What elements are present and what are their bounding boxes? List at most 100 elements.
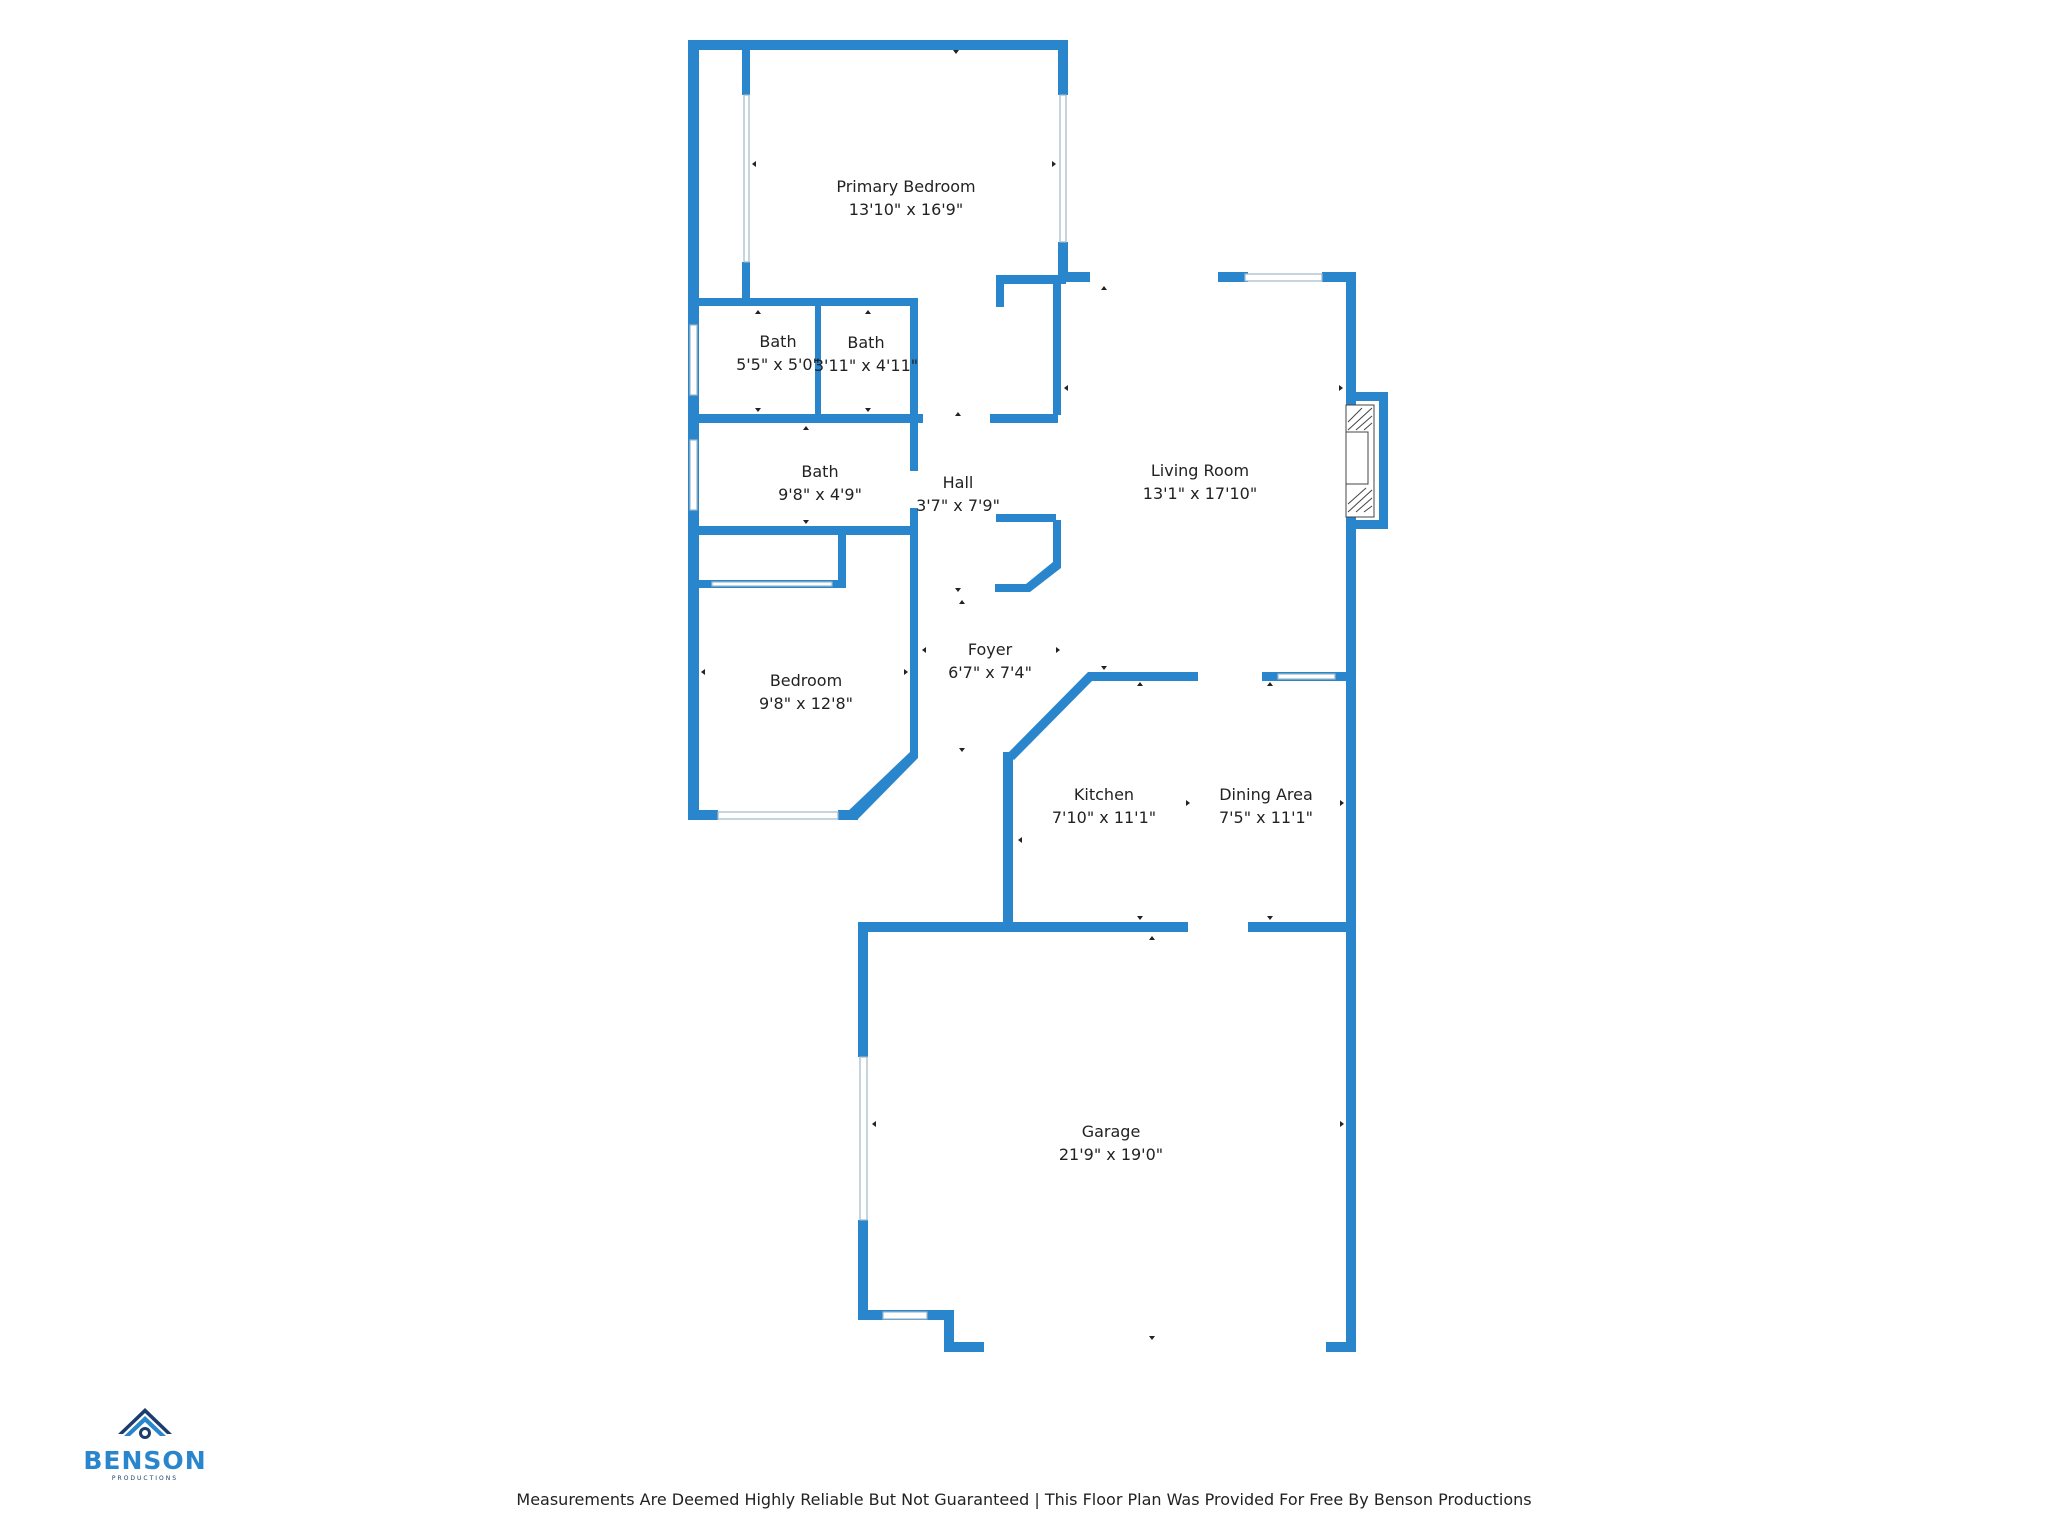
tick bbox=[865, 408, 871, 412]
room-name: Kitchen bbox=[1074, 785, 1134, 804]
room-kitchen: Kitchen 7'10" x 11'1" bbox=[1052, 785, 1156, 827]
window bbox=[711, 581, 833, 587]
wall bbox=[1053, 275, 1061, 415]
wall bbox=[858, 922, 1188, 932]
window bbox=[689, 324, 698, 396]
wall bbox=[1058, 242, 1068, 274]
tick bbox=[955, 412, 961, 416]
room-dimensions: 6'7" x 7'4" bbox=[948, 663, 1032, 682]
wall bbox=[1346, 392, 1388, 401]
logo-wordmark: BENSON bbox=[83, 1446, 207, 1475]
wall bbox=[996, 514, 1056, 522]
tick bbox=[865, 310, 871, 314]
room-bath-3: Bath 9'8" x 4'9" bbox=[778, 462, 862, 504]
wall bbox=[858, 922, 868, 1057]
room-name: Bath bbox=[847, 333, 884, 352]
room-living-room: Living Room 13'1" x 17'10" bbox=[1143, 461, 1257, 503]
wall bbox=[742, 45, 750, 95]
room-bedroom: Bedroom 9'8" x 12'8" bbox=[759, 671, 853, 713]
tick bbox=[872, 1121, 876, 1127]
wall bbox=[990, 414, 1058, 423]
tick bbox=[1101, 286, 1107, 290]
wall bbox=[688, 526, 916, 535]
tick bbox=[1052, 161, 1056, 167]
room-bath-1: Bath 5'5" x 5'0" bbox=[736, 332, 820, 374]
room-name: Dining Area bbox=[1219, 785, 1313, 804]
tick bbox=[1101, 666, 1107, 670]
tick bbox=[1137, 916, 1143, 920]
tick bbox=[1267, 682, 1273, 686]
tick bbox=[803, 426, 809, 430]
window bbox=[1277, 673, 1336, 680]
wall bbox=[1326, 1342, 1356, 1352]
wall bbox=[1053, 520, 1061, 568]
wall bbox=[688, 298, 918, 306]
tick bbox=[755, 310, 761, 314]
tick bbox=[955, 588, 961, 592]
room-foyer: Foyer 6'7" x 7'4" bbox=[948, 640, 1032, 682]
wall bbox=[1248, 922, 1356, 932]
fireplace-opening bbox=[1345, 431, 1369, 485]
tick bbox=[1339, 385, 1343, 391]
window bbox=[717, 811, 839, 820]
room-bath-2: Bath 3'11" x 4'11" bbox=[814, 333, 918, 375]
wall bbox=[1058, 40, 1068, 95]
room-dimensions: 13'1" x 17'10" bbox=[1143, 484, 1257, 503]
fireplace-hatch bbox=[1347, 407, 1373, 513]
window bbox=[1059, 94, 1067, 243]
wall bbox=[1058, 272, 1090, 282]
tick bbox=[1149, 936, 1155, 940]
room-dimensions: 9'8" x 12'8" bbox=[759, 694, 853, 713]
wall bbox=[910, 298, 918, 418]
tick bbox=[904, 669, 908, 675]
wall bbox=[944, 1310, 954, 1352]
wall bbox=[1379, 392, 1388, 529]
wall bbox=[944, 1342, 984, 1352]
footer-disclaimer: Measurements Are Deemed Highly Reliable … bbox=[516, 1490, 1532, 1509]
room-dimensions: 9'8" x 4'9" bbox=[778, 485, 862, 504]
room-name: Bedroom bbox=[770, 671, 842, 690]
wall bbox=[688, 810, 718, 820]
wall bbox=[845, 752, 918, 820]
tick bbox=[922, 647, 926, 653]
tick bbox=[1137, 682, 1143, 686]
room-dimensions: 3'7" x 7'9" bbox=[916, 496, 1000, 515]
wall bbox=[1346, 520, 1388, 529]
wall bbox=[1003, 752, 1013, 932]
tick bbox=[953, 50, 959, 54]
tick bbox=[1064, 385, 1068, 391]
room-name: Hall bbox=[943, 473, 974, 492]
room-name: Foyer bbox=[968, 640, 1013, 659]
tick bbox=[1340, 1121, 1344, 1127]
tick bbox=[959, 748, 965, 752]
wall bbox=[1218, 272, 1248, 282]
wall bbox=[815, 306, 821, 416]
windows bbox=[689, 94, 1336, 1320]
dimension-ticks bbox=[701, 50, 1344, 1340]
room-name: Bath bbox=[801, 462, 838, 481]
wall bbox=[910, 423, 918, 471]
wall bbox=[838, 535, 846, 587]
tick bbox=[1056, 647, 1060, 653]
room-dimensions: 7'5" x 11'1" bbox=[1219, 808, 1313, 827]
wall bbox=[1007, 672, 1095, 760]
tick bbox=[1340, 800, 1344, 806]
wall bbox=[910, 508, 918, 758]
room-dimensions: 3'11" x 4'11" bbox=[814, 356, 918, 375]
tick bbox=[959, 600, 965, 604]
benson-logo-icon bbox=[118, 1408, 172, 1439]
room-dining-area: Dining Area 7'5" x 11'1" bbox=[1219, 785, 1313, 827]
window bbox=[882, 1311, 928, 1320]
wall bbox=[1322, 272, 1356, 282]
wall bbox=[688, 40, 1068, 50]
room-primary-bedroom: Primary Bedroom 13'10" x 16'9" bbox=[836, 177, 975, 219]
window bbox=[743, 94, 750, 263]
wall bbox=[995, 562, 1061, 592]
wall bbox=[742, 262, 750, 302]
tick bbox=[1149, 1336, 1155, 1340]
wall bbox=[688, 40, 699, 820]
wall bbox=[1088, 672, 1198, 681]
room-dimensions: 5'5" x 5'0" bbox=[736, 355, 820, 374]
room-dimensions: 21'9" x 19'0" bbox=[1059, 1145, 1163, 1164]
